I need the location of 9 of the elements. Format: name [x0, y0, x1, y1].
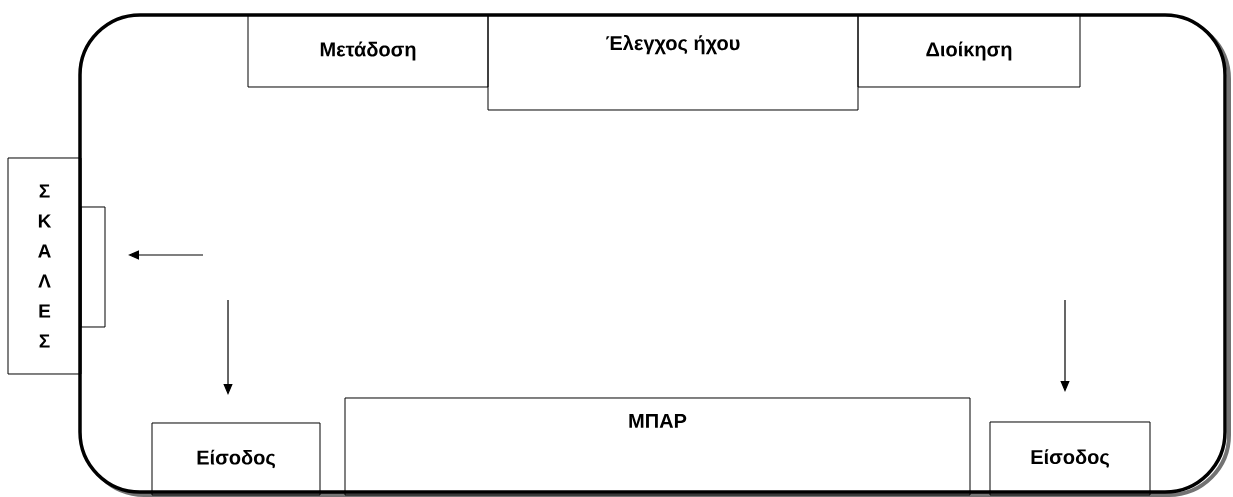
door-box: [80, 206, 106, 328]
room-box: Διοίκηση: [857, 14, 1081, 88]
room-box: Είσοδος: [989, 421, 1151, 496]
room-box: Είσοδος: [151, 422, 321, 496]
room-outline: [78, 13, 1231, 497]
room-box: Έλεγχος ήχου: [487, 14, 859, 111]
stairs-box: ΣΚΑΛΕΣ: [7, 157, 82, 375]
room-box: Μετάδοση: [247, 14, 489, 88]
room-box: ΜΠΑΡ: [344, 397, 971, 496]
